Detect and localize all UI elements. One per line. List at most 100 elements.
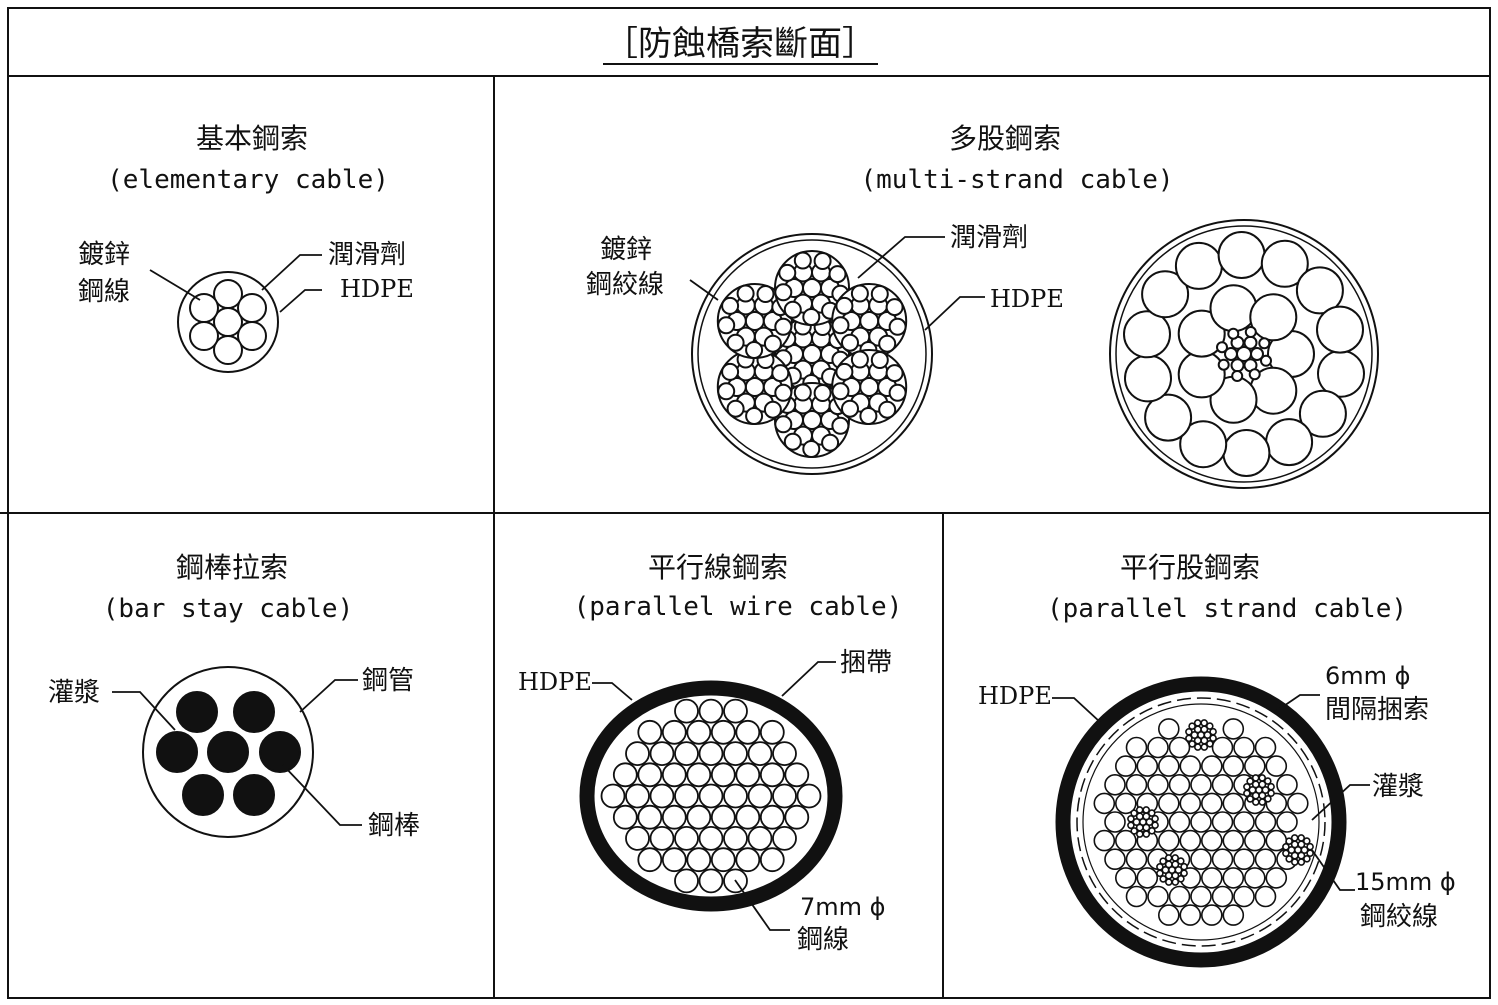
small-wire bbox=[1188, 722, 1196, 731]
wire bbox=[723, 741, 748, 766]
wire bbox=[885, 298, 904, 317]
small-wire bbox=[1264, 794, 1272, 803]
wire bbox=[1177, 350, 1226, 399]
wire bbox=[649, 783, 675, 809]
wire bbox=[213, 335, 243, 365]
core-wire bbox=[1217, 358, 1230, 371]
strand bbox=[1201, 904, 1223, 926]
wire bbox=[612, 804, 638, 830]
strand bbox=[1158, 755, 1180, 777]
small-wire bbox=[1130, 827, 1138, 835]
small-wire bbox=[1127, 821, 1135, 830]
strand bbox=[1222, 829, 1245, 852]
label-hdpe: HDPE bbox=[518, 668, 592, 696]
steel-bar bbox=[259, 731, 301, 773]
bar-stay-section bbox=[142, 666, 314, 838]
strand bbox=[1158, 718, 1180, 740]
hdpe-sheath bbox=[691, 233, 933, 475]
spacer-wrap-inner bbox=[1082, 703, 1320, 941]
small-wire bbox=[1159, 875, 1167, 883]
wire bbox=[637, 719, 663, 745]
wire bbox=[759, 762, 785, 788]
panel-parallel-wire-cable: 平行線鋼索 (parallel wire cable) HDPE 捆帶 7mm … bbox=[518, 551, 902, 955]
wire bbox=[831, 416, 850, 435]
wire bbox=[850, 350, 869, 369]
wire bbox=[756, 285, 775, 303]
wire bbox=[735, 719, 761, 745]
strand bbox=[1244, 867, 1266, 889]
strand-group bbox=[1093, 718, 1314, 926]
wire bbox=[888, 383, 907, 402]
wire bbox=[1217, 231, 1266, 279]
strand bbox=[1244, 829, 1266, 852]
label-steel-wire: 鋼線 bbox=[797, 925, 849, 955]
wire bbox=[802, 308, 821, 326]
small-wire bbox=[1297, 834, 1305, 842]
wire bbox=[710, 804, 736, 830]
multi-strand-leaders bbox=[689, 236, 985, 331]
strand-group bbox=[716, 250, 908, 458]
small-wire bbox=[1206, 722, 1214, 730]
wire bbox=[759, 719, 785, 745]
wire bbox=[1249, 293, 1298, 342]
small-wire bbox=[1200, 719, 1208, 727]
wire bbox=[698, 868, 724, 894]
small-wire bbox=[1251, 774, 1260, 782]
wire bbox=[189, 321, 219, 351]
wire bbox=[661, 847, 687, 873]
wire bbox=[213, 279, 243, 309]
wire bbox=[1177, 309, 1226, 358]
wire bbox=[772, 826, 797, 851]
strand bbox=[1104, 773, 1126, 796]
wire bbox=[1124, 354, 1172, 403]
parallel-strand-leaders bbox=[1052, 694, 1370, 891]
wire bbox=[784, 762, 810, 788]
wire bbox=[1144, 393, 1193, 442]
wire bbox=[813, 252, 832, 270]
wire bbox=[1141, 270, 1190, 319]
label-wire-diameter: 7mm ϕ bbox=[800, 893, 886, 921]
small-wire bbox=[1206, 739, 1214, 748]
steel-bar bbox=[156, 731, 198, 773]
label-steel-wire: 鋼線 bbox=[78, 277, 130, 307]
small-wire bbox=[1130, 809, 1138, 818]
wire bbox=[1179, 420, 1228, 469]
strand bbox=[1211, 848, 1234, 871]
strand bbox=[1158, 904, 1180, 926]
strand bbox=[1168, 773, 1191, 796]
wire bbox=[763, 334, 782, 353]
wire bbox=[698, 783, 724, 809]
strand bbox=[1254, 736, 1277, 759]
wire bbox=[735, 847, 761, 873]
wire bbox=[759, 847, 785, 873]
wire bbox=[661, 804, 687, 830]
strand bbox=[1125, 848, 1148, 871]
steel-bar bbox=[233, 774, 275, 816]
core-wire bbox=[1248, 368, 1261, 381]
small-wire bbox=[1136, 830, 1144, 838]
wire bbox=[745, 407, 764, 425]
wire bbox=[612, 762, 638, 788]
strand bbox=[1168, 811, 1191, 833]
strand bbox=[1254, 848, 1277, 871]
small-wire bbox=[1267, 782, 1275, 791]
wire bbox=[674, 698, 699, 724]
core-wire bbox=[1243, 335, 1258, 350]
wire bbox=[698, 826, 724, 851]
small-wire bbox=[1303, 837, 1311, 845]
strand bbox=[1201, 867, 1223, 889]
wire bbox=[710, 762, 736, 788]
core-wire bbox=[1258, 337, 1271, 350]
strand bbox=[1179, 792, 1202, 815]
small-wire bbox=[1190, 730, 1199, 739]
wire bbox=[778, 263, 797, 282]
strand bbox=[1222, 755, 1245, 777]
parallel-strand-title-en: (parallel strand cable) bbox=[1047, 594, 1407, 624]
wire bbox=[1222, 429, 1271, 477]
wire bbox=[649, 741, 675, 766]
wire bbox=[793, 383, 812, 402]
small-wire bbox=[1171, 854, 1179, 862]
strand bbox=[1093, 829, 1116, 852]
strand bbox=[1104, 848, 1126, 871]
